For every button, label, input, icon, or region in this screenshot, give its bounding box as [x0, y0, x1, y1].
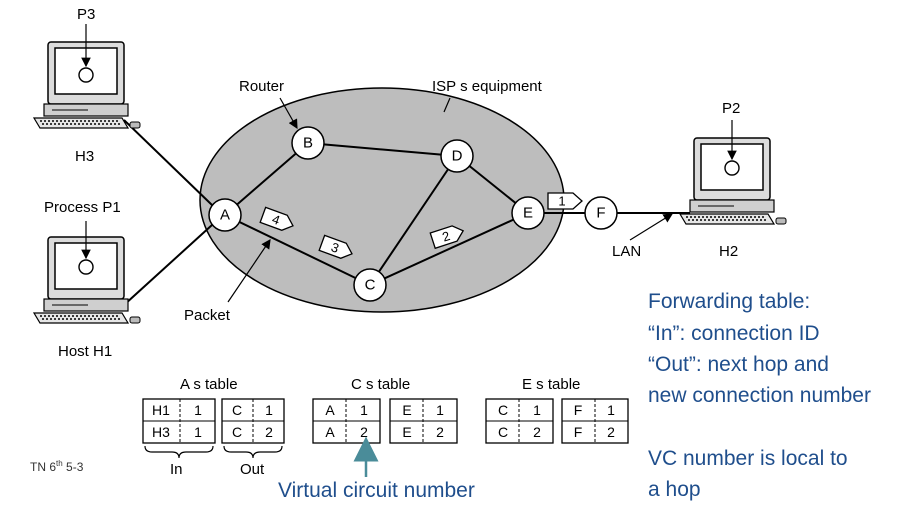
- note-line-3: “Out”: next hop and: [648, 353, 829, 376]
- node-c-label: C: [365, 277, 376, 294]
- host-h2-label: H2: [719, 243, 738, 260]
- c-in-r2-c1: A: [325, 424, 335, 440]
- lan-label: LAN: [612, 243, 641, 260]
- caption-rest: 5-3: [63, 460, 84, 474]
- e-in-r1-c1: C: [498, 402, 508, 418]
- caption-text: TN 6: [30, 460, 56, 474]
- e-in-r2-c2: 2: [533, 424, 541, 440]
- host-h1: [33, 221, 141, 324]
- packet-2: 2: [429, 225, 465, 250]
- c-in-r2-c2: 2: [360, 424, 368, 440]
- figure-caption: TN 6th 5-3: [30, 459, 84, 474]
- node-f-label: F: [596, 205, 605, 222]
- e-in-r2-c1: C: [498, 424, 508, 440]
- a-out-r2-c1: C: [232, 424, 242, 440]
- e-table-title: E s table: [522, 376, 580, 393]
- node-e: E: [511, 196, 545, 230]
- caption-sup: th: [56, 459, 63, 468]
- c-table-title: C s table: [351, 376, 410, 393]
- note-line-2: “In”: connection ID: [648, 322, 820, 345]
- node-c: C: [353, 268, 387, 302]
- c-out-r1-c2: 1: [436, 402, 444, 418]
- vc-label: Virtual circuit number: [278, 479, 475, 502]
- c-in-r1-c2: 1: [360, 402, 368, 418]
- isp-label: ISP s equipment: [432, 78, 543, 95]
- process-p1-icon: [78, 259, 94, 275]
- in-brace: [144, 445, 214, 459]
- c-table: A 1 A 2 E 1 E 2: [312, 398, 458, 444]
- packet-1-label: 1: [558, 194, 565, 209]
- packet-3-label: 3: [329, 239, 341, 256]
- router-label: Router: [239, 78, 284, 95]
- e-in-r1-c2: 1: [533, 402, 541, 418]
- packet-2-label: 2: [440, 228, 452, 245]
- node-a-label: A: [220, 207, 230, 224]
- in-label: In: [170, 461, 183, 478]
- e-out-r1-c1: F: [574, 402, 583, 418]
- node-b-label: B: [303, 135, 313, 152]
- host-h3: [33, 24, 141, 129]
- packet-leader: [227, 239, 271, 303]
- router-leader: [279, 97, 298, 130]
- c-in-r1-c1: A: [325, 402, 335, 418]
- packet-4-label: 4: [270, 211, 282, 228]
- link-c-d: [369, 155, 458, 286]
- packet-1: 1: [547, 192, 583, 210]
- node-f: F: [584, 196, 618, 230]
- process-p3-icon: [78, 67, 94, 83]
- node-a: A: [208, 198, 242, 232]
- c-out-r2-c2: 2: [436, 424, 444, 440]
- note-line-6: a hop: [648, 478, 701, 501]
- host-h1-label: Host H1: [58, 343, 112, 360]
- link-b-d: [307, 142, 458, 157]
- out-label: Out: [240, 461, 265, 478]
- note-line-1: Forwarding table:: [648, 290, 810, 313]
- packet-4: 4: [259, 206, 294, 231]
- e-out-r1-c2: 1: [607, 402, 615, 418]
- link-a-b: [224, 142, 309, 216]
- process-p1-label: Process P1: [44, 199, 121, 216]
- link-a-c: [224, 214, 371, 286]
- process-p2-label: P2: [722, 100, 740, 117]
- e-table: C 1 C 2 F 1 F 2: [485, 398, 629, 444]
- host-h2: [679, 120, 787, 225]
- process-p2-icon: [724, 160, 740, 176]
- e-out-r2-c2: 2: [607, 424, 615, 440]
- packet-3: 3: [318, 234, 353, 259]
- a-table: H1 1 H3 1 C 1 C 2: [142, 398, 285, 444]
- node-d: D: [440, 139, 474, 173]
- host-h3-label: H3: [75, 148, 94, 165]
- isp-leader: [443, 97, 451, 113]
- node-e-label: E: [523, 205, 533, 222]
- c-out-r1-c1: E: [402, 402, 411, 418]
- a-out-r1-c2: 1: [265, 402, 273, 418]
- a-in-r2-c2: 1: [194, 424, 202, 440]
- link-h1-a: [123, 224, 213, 306]
- note-line-4: new connection number: [648, 384, 871, 407]
- note-line-5: VC number is local to: [648, 447, 848, 470]
- node-b: B: [291, 126, 325, 160]
- c-out-r2-c1: E: [402, 424, 411, 440]
- lan-leader: [629, 213, 674, 241]
- a-out-r2-c2: 2: [265, 424, 273, 440]
- process-p3-label: P3: [77, 6, 95, 23]
- link-h3-a: [123, 119, 213, 206]
- e-out-r2-c1: F: [574, 424, 583, 440]
- a-in-r2-c1: H3: [152, 424, 170, 440]
- node-d-label: D: [452, 148, 463, 165]
- a-in-r1-c2: 1: [194, 402, 202, 418]
- link-c-e: [369, 212, 529, 286]
- notes: Forwarding table: “In”: connection ID “O…: [648, 290, 871, 501]
- a-out-r1-c1: C: [232, 402, 242, 418]
- out-brace: [223, 445, 283, 459]
- a-in-r1-c1: H1: [152, 402, 170, 418]
- a-table-title: A s table: [180, 376, 238, 393]
- packet-label: Packet: [184, 307, 231, 324]
